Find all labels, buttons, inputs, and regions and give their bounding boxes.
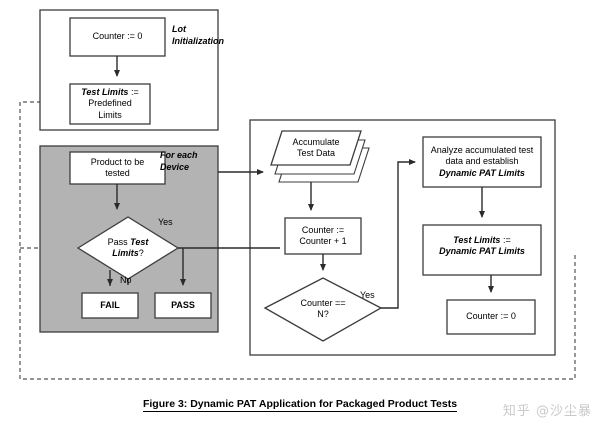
counter-reset-box — [446, 299, 536, 335]
edge-label-yes-pass: Yes — [158, 217, 173, 227]
accumulate-test-data-shape — [270, 130, 362, 166]
edge-label-yes-counter: Yes — [360, 290, 375, 300]
pass-box — [154, 292, 212, 319]
figure-caption: Figure 3: Dynamic PAT Application for Pa… — [142, 398, 458, 412]
product-to-be-tested-box — [69, 151, 166, 185]
counter-increment-box — [284, 217, 362, 255]
edge-label-no-fail: No — [120, 275, 132, 285]
analyze-accumulated-box — [422, 136, 542, 188]
lot-initialization-label: Lot Initialization — [172, 24, 225, 46]
counter-init-box — [69, 17, 166, 57]
test-limits-predefined-box — [69, 83, 151, 125]
watermark: 知乎 @沙尘暴 — [502, 404, 592, 419]
for-each-device-label: For each Device — [160, 150, 198, 172]
edge-counter-yes-to-analyze — [381, 159, 416, 309]
test-limits-dynamic-box — [422, 224, 542, 276]
fail-box — [81, 292, 139, 319]
